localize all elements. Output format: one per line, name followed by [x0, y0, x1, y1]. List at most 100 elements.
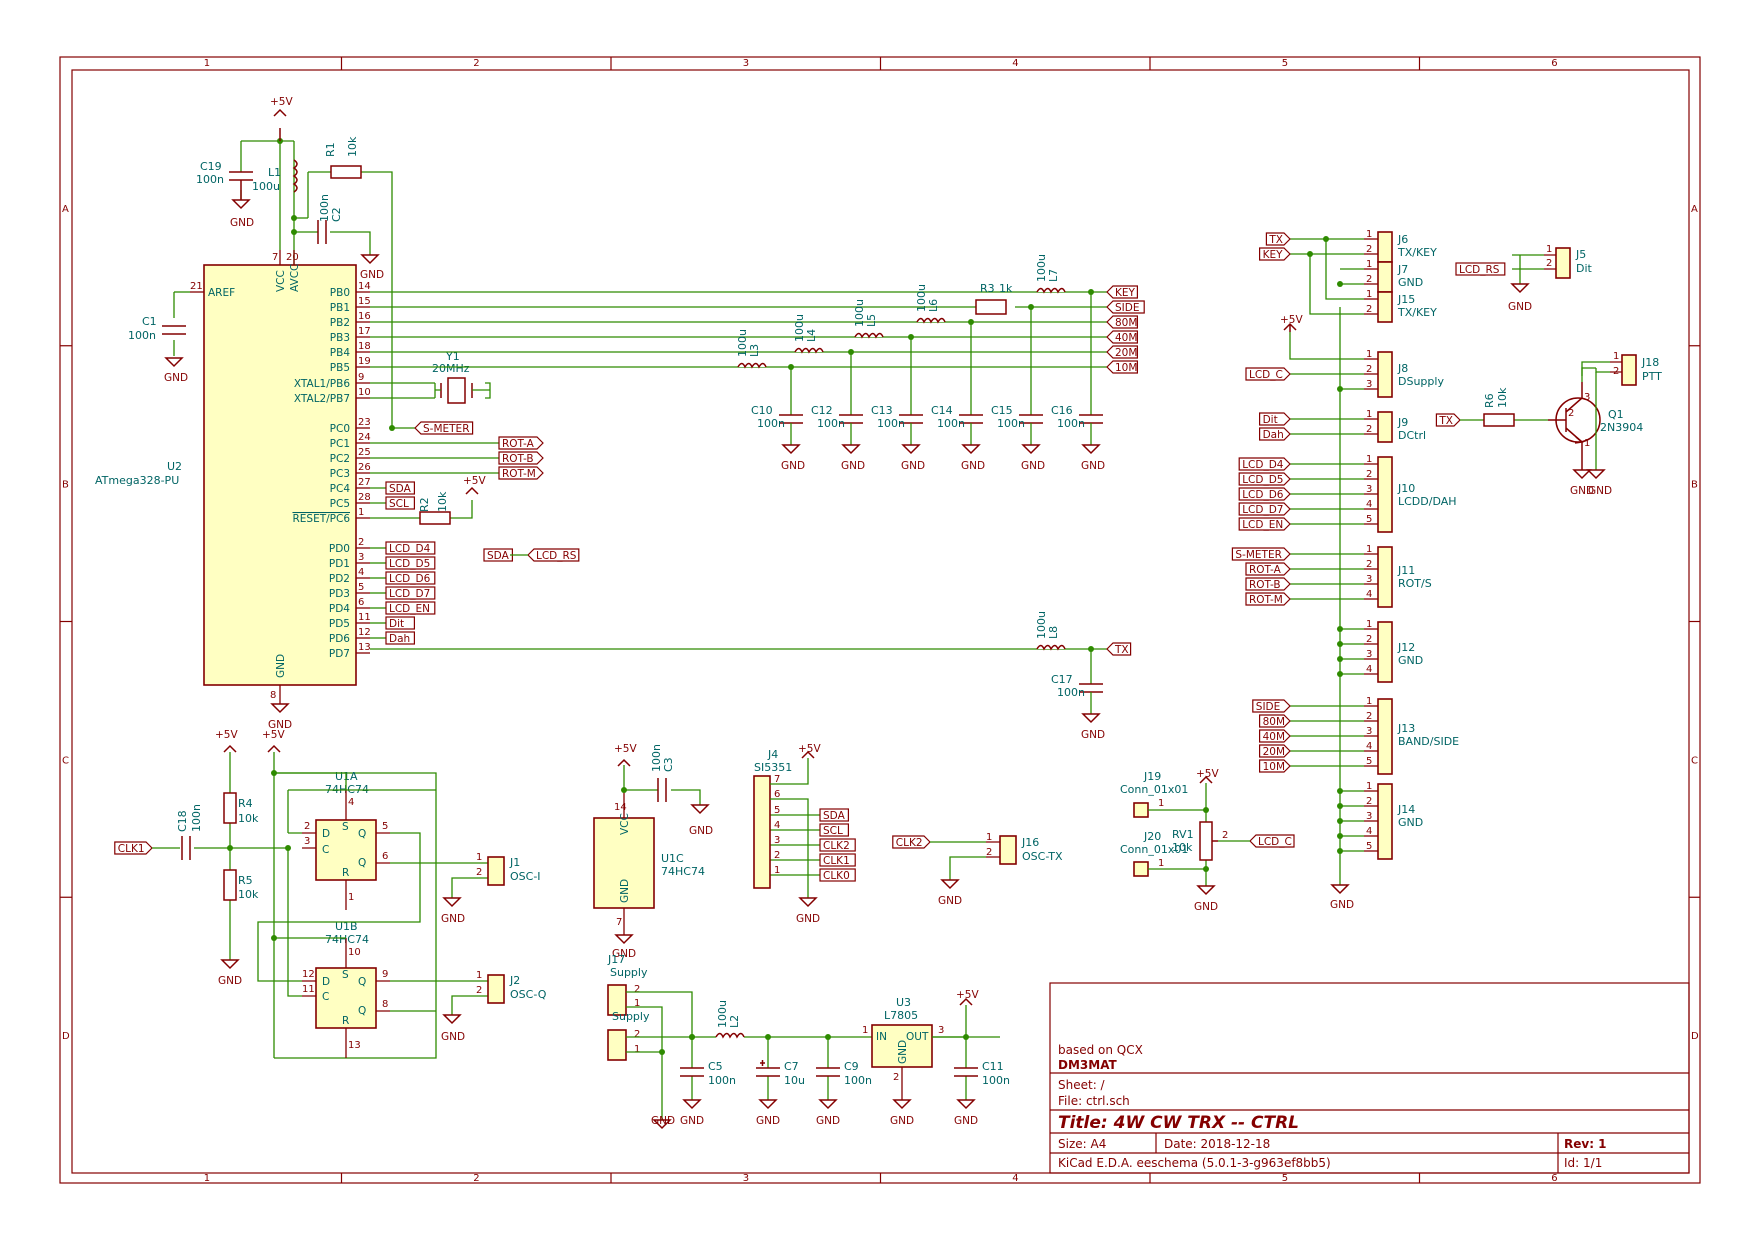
label-pd [385, 601, 436, 615]
u2-pin-number: 1 [358, 507, 364, 518]
label-scl [385, 496, 415, 510]
svg-text:Q: Q [358, 857, 366, 869]
frame-col-top: 6 [1551, 58, 1557, 69]
label-lcd-rs-j5-text: LCD_RS [1459, 264, 1500, 276]
frame-row-right: A [1691, 204, 1698, 215]
svg-text:2: 2 [476, 867, 482, 878]
j11-ref: J11 [1397, 564, 1415, 577]
label-j13 [1259, 729, 1291, 743]
c1-value: 100n [128, 329, 156, 342]
label-j13-text: 40M [1263, 731, 1285, 743]
u2-pin-name: XTAL2/PB7 [294, 393, 350, 405]
u2-pin-name: PB2 [330, 317, 350, 329]
j10-pin-number: 1 [1366, 454, 1372, 465]
u2-pin-name: PD3 [329, 588, 350, 600]
j14-ref: J14 [1397, 803, 1415, 816]
rv1-value: 10k [1172, 841, 1193, 854]
title-company: DM3MAT [1058, 1058, 1118, 1072]
svg-text:10: 10 [348, 947, 361, 958]
j14-pin-number: 2 [1366, 796, 1372, 807]
u2-pin-number: 16 [358, 311, 371, 322]
u2-pin-name: RESET/PC6 [292, 513, 350, 525]
u2-pin-number: 7 [272, 252, 278, 263]
j5-ref: J5 [1575, 248, 1586, 261]
frame-row-right: D [1691, 1031, 1699, 1042]
j17-value: Supply [610, 966, 648, 979]
u2-pin-name: PC3 [330, 468, 350, 480]
r2-value: 10k [436, 491, 449, 512]
j7-body [1377, 261, 1393, 293]
u2-pin-number: 11 [358, 612, 371, 623]
j14-pin-number: 4 [1366, 826, 1372, 837]
svg-text:13: 13 [348, 1040, 361, 1051]
ff-vcc-2: +5V [262, 729, 285, 741]
label-j13 [1259, 759, 1291, 773]
c9-gnd: GND [816, 1115, 840, 1127]
c9-ref: C9 [844, 1060, 859, 1073]
l4-ref: L4 [805, 329, 818, 342]
j6-pin-number: 1 [1366, 229, 1372, 240]
u1c-power-unit: VCC GND U1C 74HC74 147 +5V GND GND C3 10… [593, 743, 713, 960]
j20-value: Conn_01x01 [1120, 843, 1188, 856]
u2-pin-name: PB4 [330, 347, 351, 359]
label-rot-m [498, 466, 544, 480]
j14-pin-number: 3 [1366, 811, 1372, 822]
y1-ref: Y1 [445, 350, 460, 363]
svg-text:3: 3 [1584, 392, 1590, 403]
j16-value: OSC-TX [1022, 850, 1063, 863]
label-pd-text: LCD_EN [389, 603, 430, 615]
j8-value: DSupply [1398, 375, 1444, 388]
bus-label [1106, 330, 1138, 344]
label-dit-j9 [1259, 412, 1291, 426]
bus-label [1106, 345, 1138, 359]
c12-value: 100n [817, 417, 845, 430]
u2-value: ATmega328-PU [95, 474, 179, 487]
c5-gnd: GND [680, 1115, 704, 1127]
c7-gnd: GND [756, 1115, 780, 1127]
c13-ref: C13 [871, 404, 893, 417]
label-j11 [1231, 547, 1291, 561]
label-j4-clk1-text: CLK1 [823, 855, 850, 867]
r2-ref: R2 [418, 497, 431, 512]
j12-pin-number: 1 [1366, 619, 1372, 630]
label-j10-text: LCD_D6 [1242, 489, 1284, 501]
j8-ref: J8 [1397, 362, 1408, 375]
j7-pin-number: 2 [1366, 274, 1372, 285]
c15-value: 100n [997, 417, 1025, 430]
label-j10-text: LCD_D5 [1242, 474, 1283, 486]
label-j13 [1259, 714, 1291, 728]
j16-osc-tx: 12 J16 OSC-TX GND [930, 832, 1063, 907]
frame-col-top: 3 [743, 58, 749, 69]
label-j13-text: SIDE [1256, 701, 1280, 713]
c12-gnd: GND [841, 460, 865, 472]
bus-label [1106, 315, 1138, 329]
label-lcd-rs-j5 [1455, 262, 1506, 276]
c3-gnd: GND [689, 825, 713, 837]
j4-value: SI5351 [754, 761, 792, 774]
j12-pin-number: 2 [1366, 634, 1372, 645]
j13-pin-number: 5 [1366, 756, 1372, 767]
svg-text:5: 5 [382, 821, 388, 832]
c14-ref: C14 [931, 404, 953, 417]
q1-gnd-2: GND [1588, 485, 1612, 497]
j4-vcc: +5V [798, 743, 821, 755]
frame-col-bottom: 5 [1282, 1173, 1288, 1184]
r5-value: 10k [238, 888, 259, 901]
svg-text:1: 1 [1158, 798, 1164, 809]
svg-text:OUT: OUT [906, 1031, 929, 1043]
frame-col-top: 2 [473, 58, 479, 69]
u2-ref: U2 [167, 460, 182, 473]
title-note: based on QCX [1058, 1043, 1143, 1057]
j18-value: PTT [1642, 370, 1662, 383]
l3-ref: L3 [748, 344, 761, 357]
u2-net-labels: S-METERROT-AROT-BROT-MSDASCLLCD_D4LCD_D5… [114, 262, 1506, 882]
q1-gnd-1: GND [1570, 485, 1594, 497]
label-j11 [1245, 592, 1291, 606]
c18-value: 100n [190, 804, 203, 832]
label-lcd-c [1249, 834, 1295, 848]
svg-text:Q: Q [358, 828, 366, 840]
j17-gnd: GND [651, 1115, 675, 1127]
svg-text:2: 2 [1222, 830, 1228, 841]
j16-gnd: GND [938, 895, 962, 907]
c15-ref: C15 [991, 404, 1013, 417]
